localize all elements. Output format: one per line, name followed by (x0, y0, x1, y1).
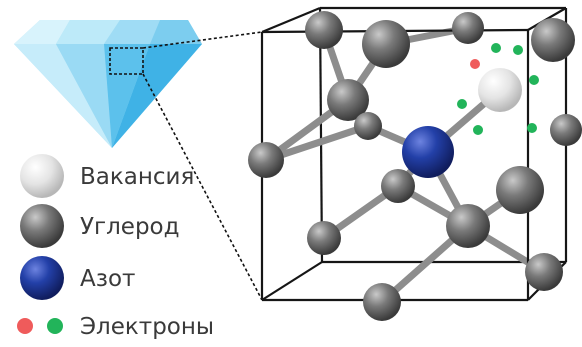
legend-nitrogen-label: Азот (80, 266, 135, 292)
legend-vacancy-marker (20, 154, 64, 198)
nitrogen-atom (402, 126, 454, 178)
vacancy-site (478, 68, 522, 112)
electron-green (473, 125, 483, 135)
carbon-atom (248, 142, 284, 178)
legend-electrons-label: Электроны (80, 314, 214, 340)
carbon-atom (362, 20, 410, 68)
carbon-atom (307, 221, 341, 255)
carbon-atom (305, 11, 343, 49)
carbon-atom (452, 12, 484, 44)
carbon-atom (525, 253, 563, 291)
diamond-icon (14, 20, 202, 148)
legend-vacancy-label: Вакансия (80, 164, 194, 190)
electrons (457, 43, 539, 135)
legend-electron-red-marker (17, 318, 33, 334)
electron-green (491, 43, 501, 53)
carbon-atom (496, 166, 544, 214)
zoom-line-bottom (142, 73, 263, 301)
legend-carbon-label: Углерод (80, 214, 180, 240)
electron-green (513, 45, 523, 55)
carbon-atom (354, 112, 382, 140)
legend-electron-green-marker (47, 318, 63, 334)
carbon-atom (550, 114, 582, 146)
carbon-atom (327, 79, 369, 121)
carbon-atom (531, 18, 575, 62)
carbon-atom (381, 169, 415, 203)
carbon-atom (363, 283, 401, 321)
electron-red (470, 59, 480, 69)
zoom-line-top (142, 31, 263, 49)
atoms (248, 11, 582, 321)
electron-green (529, 75, 539, 85)
legend-nitrogen-marker (20, 256, 64, 300)
legend: Вакансия Углерод Азот Электроны (17, 154, 214, 340)
zoom-box (109, 47, 144, 75)
electron-green (527, 123, 537, 133)
legend-carbon-marker (20, 204, 64, 248)
electron-green (457, 99, 467, 109)
carbon-atom (446, 204, 490, 248)
